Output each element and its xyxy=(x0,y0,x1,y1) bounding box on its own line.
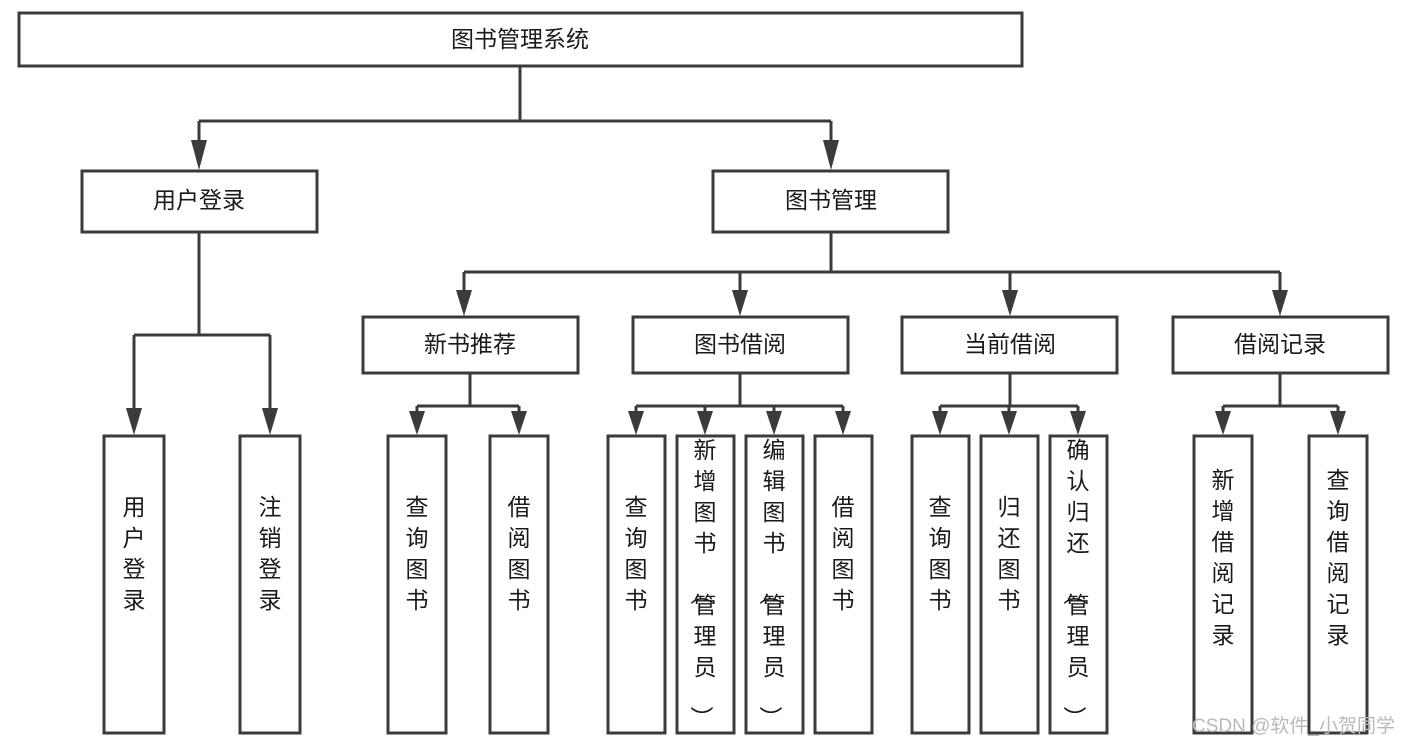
node-leaf-borrow-book-1-box[interactable] xyxy=(488,434,550,735)
node-leaf-edit-book-label: 编辑图书（管理员） xyxy=(758,437,786,729)
node-leaf-return-book-label: 归还图书 xyxy=(998,494,1021,613)
node-leaf-query-book-2-label: 查询图书 xyxy=(625,494,648,613)
node-leaf-user-login[interactable]: 用户登录 xyxy=(102,434,166,735)
node-leaf-confirm-return[interactable]: 确认归还（管理员） xyxy=(1048,434,1109,735)
node-borrow-record-box[interactable] xyxy=(1171,315,1390,375)
node-user-login-box[interactable] xyxy=(80,169,319,234)
node-leaf-add-record[interactable]: 新增借阅记录 xyxy=(1192,434,1254,735)
node-leaf-query-book-2[interactable]: 查询图书 xyxy=(606,434,667,735)
arrowhead-leaf-borrow-book-1 xyxy=(511,411,527,435)
arrowhead-leaf-confirm-return xyxy=(1070,411,1086,435)
arrowhead-leaf-query-book-1 xyxy=(409,411,425,435)
node-current-borrow-label: 当前借阅 xyxy=(964,331,1056,357)
node-leaf-confirm-return-box[interactable] xyxy=(1048,434,1109,735)
node-leaf-add-book[interactable]: 新增图书（管理员） xyxy=(675,434,736,735)
node-book-manage[interactable]: 图书管理 xyxy=(711,169,950,234)
leaf-layer: 用户登录 注销登录 查询图书 借阅图书 查询图书 新增图书（管理员） xyxy=(102,434,1369,735)
node-leaf-borrow-book-1-label: 借阅图书 xyxy=(508,494,531,613)
node-leaf-logout-login-label: 注销登录 xyxy=(259,494,282,613)
node-new-book-rec-box[interactable] xyxy=(361,315,580,375)
node-leaf-query-record-label: 查询借阅记录 xyxy=(1327,467,1350,648)
node-leaf-borrow-book-2-box[interactable] xyxy=(813,434,874,735)
node-leaf-add-record-box[interactable] xyxy=(1192,434,1254,735)
node-leaf-query-book-3[interactable]: 查询图书 xyxy=(910,434,971,735)
node-leaf-borrow-book-1[interactable]: 借阅图书 xyxy=(488,434,550,735)
node-user-login-label: 用户登录 xyxy=(153,187,245,213)
arrowhead-leaf-user-login xyxy=(126,408,142,435)
arrowhead-leaf-add-book xyxy=(697,411,713,435)
node-leaf-add-book-label: 新增图书（管理员） xyxy=(689,437,717,729)
node-leaf-query-book-1-box[interactable] xyxy=(386,434,448,735)
node-leaf-edit-book-box[interactable] xyxy=(744,434,805,735)
node-leaf-edit-book[interactable]: 编辑图书（管理员） xyxy=(744,434,805,735)
arrowhead-user-login xyxy=(191,140,207,170)
node-current-borrow-box[interactable] xyxy=(900,315,1119,375)
arrowhead-current-borrow xyxy=(1002,290,1018,316)
node-leaf-query-book-3-box[interactable] xyxy=(910,434,971,735)
node-root-label: 图书管理系统 xyxy=(451,26,589,52)
arrowhead-leaf-query-record xyxy=(1330,411,1346,435)
arrowhead-leaf-edit-book xyxy=(766,411,782,435)
node-leaf-query-book-1[interactable]: 查询图书 xyxy=(386,434,448,735)
node-borrow-record[interactable]: 借阅记录 xyxy=(1171,315,1390,375)
node-new-book-rec-label: 新书推荐 xyxy=(424,331,516,357)
arrowhead-leaf-query-book-2 xyxy=(628,411,644,435)
node-book-manage-box[interactable] xyxy=(711,169,950,234)
node-book-borrow-box[interactable] xyxy=(631,315,850,375)
node-root-box[interactable] xyxy=(17,11,1024,68)
node-book-borrow-label: 图书借阅 xyxy=(694,331,786,357)
node-leaf-query-book-2-box[interactable] xyxy=(606,434,667,735)
node-leaf-query-book-3-label: 查询图书 xyxy=(929,494,952,613)
node-leaf-confirm-return-label: 确认归还（管理员） xyxy=(1062,437,1090,729)
arrowhead-leaf-query-book-3 xyxy=(932,411,948,435)
node-leaf-user-login-label: 用户登录 xyxy=(123,494,146,613)
node-leaf-query-book-1-label: 查询图书 xyxy=(406,494,429,613)
node-leaf-add-book-box[interactable] xyxy=(675,434,736,735)
arrowhead-leaf-borrow-book-2 xyxy=(835,411,851,435)
csdn-watermark: CSDN @软件_小贺同学 xyxy=(1192,715,1395,737)
arrowhead-book-manage xyxy=(823,140,839,170)
arrowhead-leaf-logout-login xyxy=(262,408,278,435)
arrowhead-leaf-return-book xyxy=(1001,411,1017,435)
node-current-borrow[interactable]: 当前借阅 xyxy=(900,315,1119,375)
node-leaf-query-record[interactable]: 查询借阅记录 xyxy=(1307,434,1369,735)
node-leaf-query-record-box[interactable] xyxy=(1307,434,1369,735)
node-leaf-borrow-book-2[interactable]: 借阅图书 xyxy=(813,434,874,735)
arrowhead-book-borrow xyxy=(732,290,748,316)
node-leaf-add-record-label: 新增借阅记录 xyxy=(1212,467,1235,648)
node-leaf-logout-login[interactable]: 注销登录 xyxy=(238,434,302,735)
node-book-borrow[interactable]: 图书借阅 xyxy=(631,315,850,375)
node-leaf-logout-login-box[interactable] xyxy=(238,434,302,735)
node-book-manage-label: 图书管理 xyxy=(785,187,877,213)
node-user-login[interactable]: 用户登录 xyxy=(80,169,319,234)
node-leaf-borrow-book-2-label: 借阅图书 xyxy=(832,494,855,613)
node-new-book-rec[interactable]: 新书推荐 xyxy=(361,315,580,375)
arrowhead-new-book-rec xyxy=(456,290,472,316)
arrowhead-borrow-record xyxy=(1272,290,1288,316)
node-borrow-record-label: 借阅记录 xyxy=(1234,331,1326,357)
edge-layer xyxy=(126,66,1346,435)
arrowhead-leaf-add-record xyxy=(1215,411,1231,435)
node-leaf-user-login-box[interactable] xyxy=(102,434,166,735)
node-leaf-return-book[interactable]: 归还图书 xyxy=(979,434,1040,735)
node-leaf-return-book-box[interactable] xyxy=(979,434,1040,735)
node-root[interactable]: 图书管理系统 xyxy=(17,11,1024,68)
